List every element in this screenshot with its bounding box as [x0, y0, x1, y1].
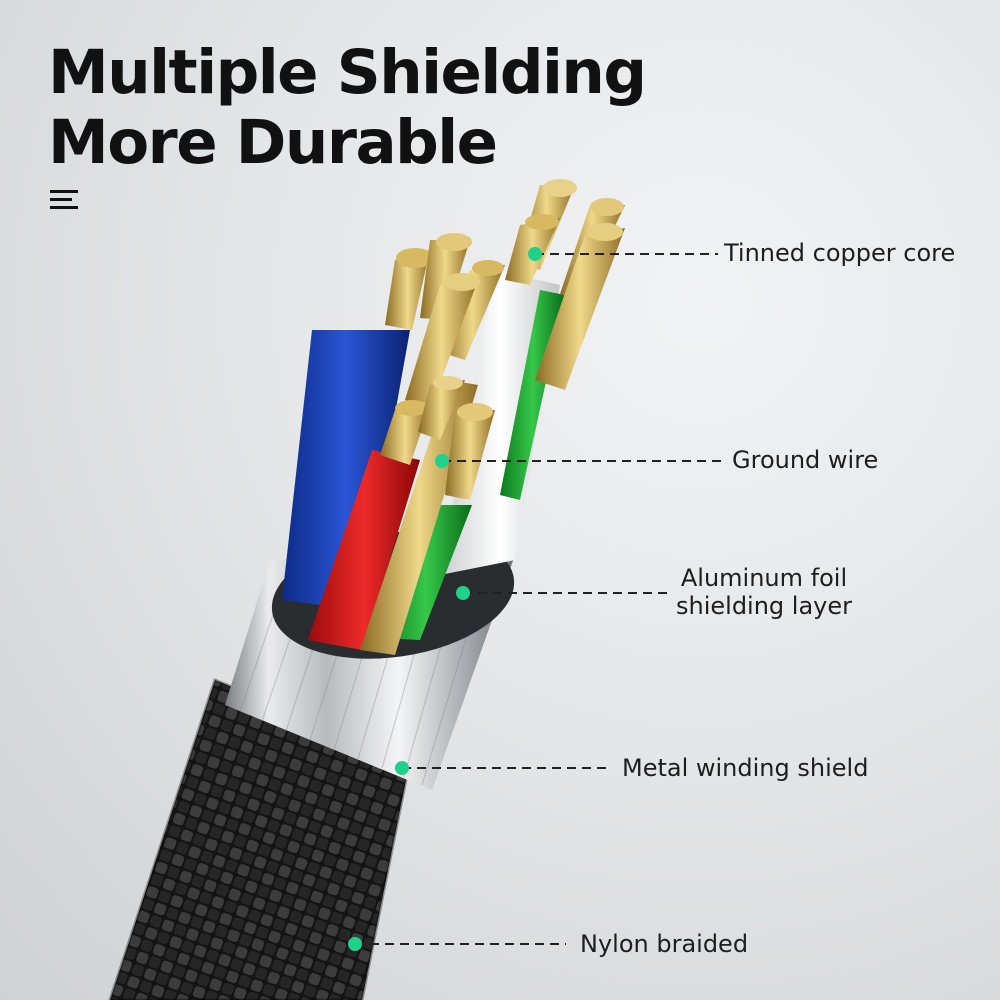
ground-wire [360, 380, 478, 655]
headline-line-2: More Durable [48, 107, 498, 178]
headline-line-1: Multiple Shielding [48, 37, 647, 108]
blue-wire [282, 330, 410, 610]
menu-icon [50, 190, 80, 210]
callout-dot [348, 937, 362, 951]
callout-dot [435, 454, 449, 468]
label-ground-wire: Ground wire [732, 446, 879, 474]
label-aluminum-foil-line-2: shielding layer [676, 592, 853, 620]
label-aluminum-foil: Aluminum foil shielding layer [676, 564, 852, 620]
label-aluminum-foil-line-1: Aluminum foil [680, 564, 848, 592]
callout-dot [528, 247, 542, 261]
leader-lines [355, 253, 722, 945]
label-nylon-braided: Nylon braided [580, 930, 749, 958]
callout-dots [348, 247, 542, 951]
label-tinned-copper-core: Tinned copper core [724, 239, 956, 267]
nylon-braided-jacket [110, 680, 410, 1000]
callout-dot [395, 761, 409, 775]
headline: Multiple Shielding More Durable [48, 37, 647, 178]
callout-dot [456, 586, 470, 600]
label-metal-winding-shield: Metal winding shield [622, 754, 869, 782]
red-wire [308, 450, 420, 650]
